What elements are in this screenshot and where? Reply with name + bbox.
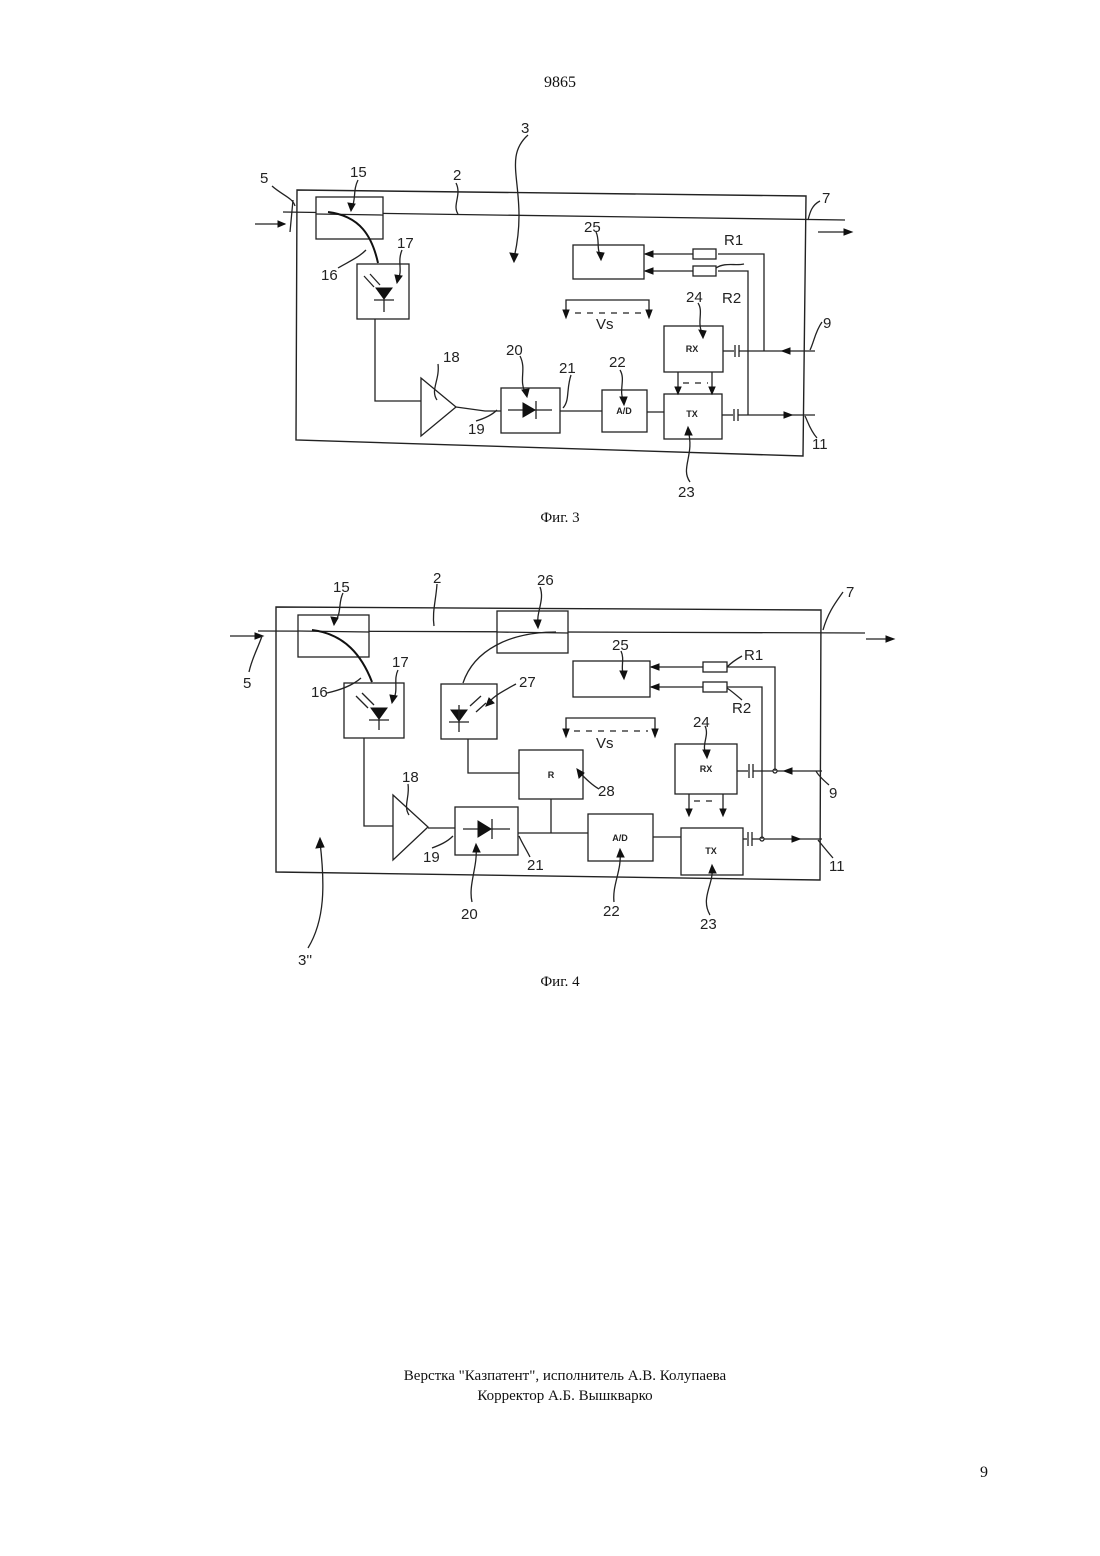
label-28: 28 xyxy=(598,783,615,800)
page-number: 9 xyxy=(980,1464,988,1482)
label-24: 24 xyxy=(693,714,710,731)
leader-19 xyxy=(432,836,453,848)
label-2: 2 xyxy=(433,570,441,587)
leader-3-arrow xyxy=(316,838,324,848)
vs-arrow-left xyxy=(563,729,569,737)
label-11: 11 xyxy=(829,858,845,875)
vs-arrow-right xyxy=(652,729,658,737)
leader-r1 xyxy=(727,656,742,667)
label-26: 26 xyxy=(537,572,554,589)
leader-r2 xyxy=(727,688,742,700)
label-17: 17 xyxy=(392,654,409,671)
resistor-r2 xyxy=(703,682,727,692)
leader-7 xyxy=(823,592,843,630)
label-r2: R2 xyxy=(732,700,751,717)
label-23: 23 xyxy=(700,916,717,933)
credits-line-corrector: Корректор А.Б. Вышкварко xyxy=(0,1386,1100,1406)
label-r1: R1 xyxy=(744,647,763,664)
label-15: 15 xyxy=(333,579,350,596)
label-9: 9 xyxy=(829,785,837,802)
resistor-r1 xyxy=(703,662,727,672)
tx-label: TX xyxy=(705,846,717,856)
leader-3 xyxy=(308,842,323,948)
label-19: 19 xyxy=(423,849,440,866)
r-label: R xyxy=(548,770,555,780)
label-21: 21 xyxy=(527,857,544,874)
ad-label: A/D xyxy=(612,833,628,843)
output-arrowhead xyxy=(886,636,894,642)
leader-2 xyxy=(433,584,437,626)
line-9-arrowhead xyxy=(784,768,792,774)
leader-21 xyxy=(519,836,530,857)
label-20: 20 xyxy=(461,906,478,923)
wire-pd27-r xyxy=(468,739,519,773)
wire-pd-amp xyxy=(364,738,393,826)
label-18: 18 xyxy=(402,769,419,786)
leader-9 xyxy=(816,771,829,785)
block-25 xyxy=(573,661,650,697)
label-25: 25 xyxy=(612,637,629,654)
label-vs: Vs xyxy=(596,735,614,752)
photodiode-27-box xyxy=(441,684,497,739)
line-11-arrowhead xyxy=(792,836,800,842)
rx-arrowhead-right xyxy=(720,809,726,816)
label-27: 27 xyxy=(519,674,536,691)
leader-5 xyxy=(249,636,262,672)
r2-arrowhead xyxy=(651,684,659,690)
label-3: 3'' xyxy=(298,952,312,969)
figure-4-caption: Фиг. 4 xyxy=(0,974,1100,991)
label-16: 16 xyxy=(311,684,328,701)
credits-block: Верстка "Казпатент", исполнитель А.В. Ко… xyxy=(0,1366,1100,1406)
label-22: 22 xyxy=(603,903,620,920)
r1-arrowhead xyxy=(651,664,659,670)
vs-bus xyxy=(566,718,655,736)
credits-line-layout: Верстка "Казпатент", исполнитель А.В. Ко… xyxy=(0,1366,1100,1386)
label-7: 7 xyxy=(846,584,854,601)
rx-arrowhead-left xyxy=(686,809,692,816)
rx-label: RX xyxy=(700,764,713,774)
label-5: 5 xyxy=(243,675,251,692)
